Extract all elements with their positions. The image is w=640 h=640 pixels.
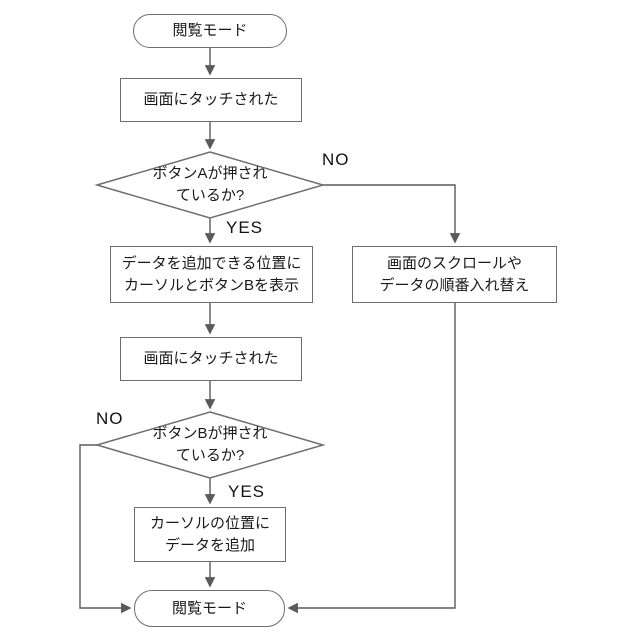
process-add-data: カーソルの位置に データを追加 bbox=[134, 507, 286, 562]
process-scroll-reorder: 画面のスクロールや データの順番入れ替え bbox=[352, 246, 557, 303]
process-screen-touched-1-label: 画面にタッチされた bbox=[143, 91, 279, 109]
decision-button-b-text: ボタンBが押され ているか? bbox=[120, 421, 300, 469]
decision-button-b-shape bbox=[94, 411, 326, 479]
process-scroll-reorder-line2: データの順番入れ替え bbox=[379, 276, 530, 294]
decision-button-a-text: ボタンAが押され ているか? bbox=[120, 161, 300, 209]
process-show-cursor: データを追加できる位置に カーソルとボタンBを表示 bbox=[110, 246, 313, 303]
process-show-cursor-line2: カーソルとボタンBを表示 bbox=[123, 276, 299, 294]
end-terminator-label: 閲覧モード bbox=[171, 599, 247, 617]
decision-button-a-line1: ボタンAが押され bbox=[152, 165, 268, 183]
edge-label-decision-a-yes: YES bbox=[226, 218, 264, 237]
edge-scroll-to-end bbox=[287, 303, 456, 614]
edge-label-decision-b-yes: YES bbox=[228, 482, 266, 501]
process-show-cursor-line1: データを追加できる位置に bbox=[121, 254, 302, 272]
process-screen-touched-1: 画面にタッチされた bbox=[120, 78, 302, 122]
decision-button-a-line2: ているか? bbox=[175, 187, 245, 204]
decision-button-b-line1: ボタンBが押され bbox=[152, 425, 268, 443]
process-screen-touched-2: 画面にタッチされた bbox=[120, 337, 302, 381]
process-add-data-line2: データを追加 bbox=[164, 536, 255, 554]
start-terminator-label: 閲覧モード bbox=[172, 22, 248, 40]
decision-button-b-line2: ているか? bbox=[175, 447, 245, 464]
edge-label-decision-a-no: NO bbox=[322, 150, 350, 169]
edge-label-decision-b-no: NO bbox=[96, 409, 124, 428]
start-terminator: 閲覧モード bbox=[133, 14, 287, 48]
edge-decision-a-no-to-scroll bbox=[323, 184, 461, 244]
end-terminator: 閲覧モード bbox=[134, 590, 285, 627]
process-scroll-reorder-line1: 画面のスクロールや bbox=[386, 254, 522, 272]
decision-button-a-shape bbox=[94, 151, 326, 219]
process-add-data-line1: カーソルの位置に bbox=[149, 514, 270, 532]
process-screen-touched-2-label: 画面にタッチされた bbox=[143, 350, 279, 368]
edge-decision-b-no-to-end bbox=[79, 444, 132, 614]
